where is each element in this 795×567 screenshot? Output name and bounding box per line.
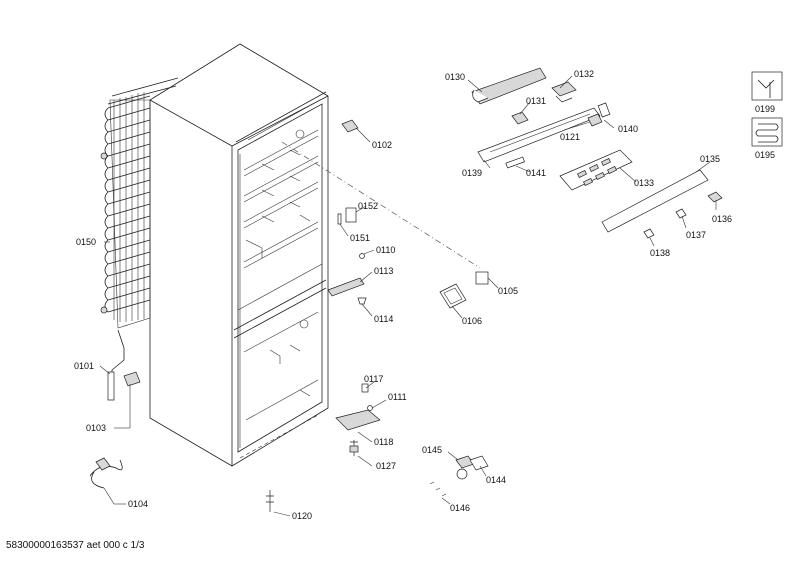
label-0130: 0130 (445, 72, 465, 82)
label-0102: 0102 (372, 140, 392, 150)
label-0132: 0132 (574, 69, 594, 79)
label-0195: 0195 (755, 150, 775, 160)
refrigerator-cabinet (149, 43, 329, 467)
label-0118: 0118 (374, 437, 393, 447)
label-0145: 0145 (422, 445, 442, 455)
label-0146: 0146 (450, 503, 470, 513)
label-0144: 0144 (486, 475, 506, 485)
bottom-hinge-parts (266, 383, 489, 512)
label-0103: 0103 (86, 423, 106, 433)
label-0110: 0110 (376, 245, 395, 255)
label-0104: 0104 (128, 499, 148, 509)
condenser-coil (100, 77, 179, 392)
assembly-line (281, 141, 481, 269)
label-0151: 0151 (350, 233, 370, 243)
control-panel-parts (471, 67, 723, 239)
label-0150: 0150 (76, 237, 96, 247)
label-0111: 0111 (388, 392, 407, 402)
part-labels: 0130 0132 0131 0121 0140 0139 0141 0133 … (74, 69, 775, 521)
label-0127: 0127 (376, 461, 396, 471)
label-0139: 0139 (462, 168, 482, 178)
label-0121: 0121 (560, 132, 580, 142)
legend-icons (751, 71, 783, 147)
small-hardware-parts (327, 119, 489, 309)
label-0101: 0101 (74, 361, 94, 371)
document-id-footer: 58300000163537 aet 000 c 1/3 (6, 540, 145, 551)
label-0135: 0135 (700, 154, 720, 164)
label-0106: 0106 (462, 316, 482, 326)
label-0136: 0136 (712, 214, 732, 224)
label-0113: 0113 (374, 266, 393, 276)
label-0117: 0117 (364, 374, 383, 384)
label-0133: 0133 (634, 178, 654, 188)
label-0114: 0114 (374, 314, 393, 324)
label-0120: 0120 (292, 511, 312, 521)
label-0137: 0137 (686, 230, 706, 240)
label-0199: 0199 (755, 104, 775, 114)
label-0131: 0131 (526, 96, 546, 106)
lower-left-parts (89, 371, 141, 489)
label-0138: 0138 (650, 248, 670, 258)
label-0141: 0141 (526, 168, 546, 178)
label-0152: 0152 (358, 201, 378, 211)
label-0105: 0105 (498, 286, 518, 296)
leader-lines (99, 75, 717, 517)
service-tool-icon (751, 71, 783, 101)
label-0140: 0140 (618, 124, 638, 134)
